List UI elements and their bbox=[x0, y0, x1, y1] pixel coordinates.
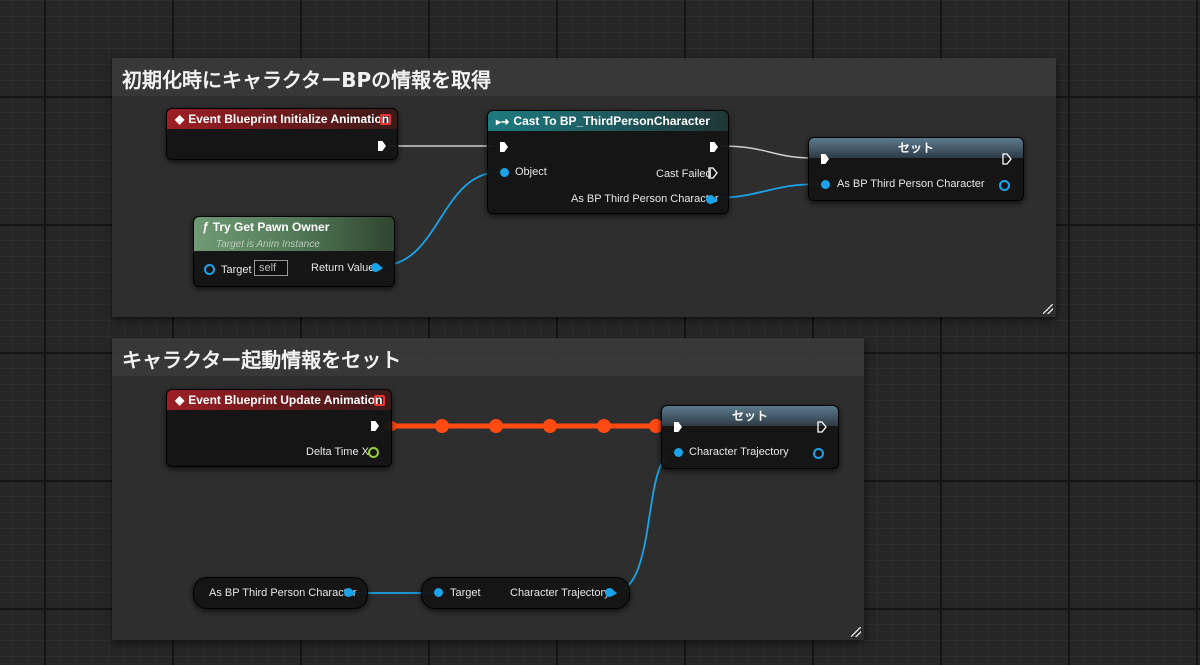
resize-handle-icon[interactable] bbox=[1043, 304, 1053, 314]
object-wire bbox=[611, 451, 677, 594]
value-in-pin[interactable] bbox=[821, 180, 830, 189]
value-out-pin[interactable] bbox=[813, 448, 824, 459]
exec-out-pin[interactable] bbox=[371, 421, 379, 431]
exec-out-pin[interactable] bbox=[817, 421, 827, 433]
exec-in-pin[interactable] bbox=[821, 154, 829, 164]
delegate-pin-icon[interactable] bbox=[374, 395, 385, 406]
node-title: Try Get Pawn Owner bbox=[212, 220, 330, 234]
exec-wire bbox=[719, 145, 816, 159]
event-diamond-icon: ◆ bbox=[175, 393, 185, 407]
set-pin-label: As BP Third Person Character bbox=[837, 178, 985, 190]
delta-time-label: Delta Time X bbox=[306, 446, 369, 458]
exec-in-pin[interactable] bbox=[500, 142, 508, 152]
target-self-input[interactable]: self bbox=[254, 260, 288, 276]
target-label: Target bbox=[221, 264, 252, 276]
cast-failed-exec-pin[interactable] bbox=[708, 167, 718, 179]
active-wire-bubble bbox=[597, 419, 611, 433]
as-bp-out-pin[interactable] bbox=[706, 195, 718, 204]
cast-arrows-icon: ▸➜ bbox=[496, 117, 510, 128]
resize-handle-icon[interactable] bbox=[851, 627, 861, 637]
get-character-trajectory-node[interactable]: Target Character Trajectory bbox=[421, 577, 630, 609]
value-out-pin[interactable] bbox=[999, 180, 1010, 191]
node-subtitle: Target is Anim Instance bbox=[216, 239, 320, 250]
set-pin-label: Character Trajectory bbox=[689, 446, 789, 458]
exec-out-pin[interactable] bbox=[710, 142, 718, 152]
event-update-animation-node[interactable]: ◆Event Blueprint Update Animation Delta … bbox=[166, 389, 392, 467]
comment-title: キャラクター起動情報をセット bbox=[122, 348, 402, 372]
node-title: セット bbox=[809, 138, 1023, 158]
set-node-trajectory[interactable]: セット Character Trajectory bbox=[661, 405, 839, 469]
event-initialize-animation-node[interactable]: ◆Event Blueprint Initialize Animation bbox=[166, 108, 398, 160]
target-in-pin[interactable] bbox=[204, 264, 215, 275]
comment-title: 初期化時にキャラクターBPの情報を取得 bbox=[122, 68, 492, 92]
return-value-pin[interactable] bbox=[371, 263, 383, 272]
node-title: Event Blueprint Initialize Animation bbox=[188, 112, 390, 126]
cast-failed-label: Cast Failed bbox=[656, 168, 712, 180]
active-wire-bubble bbox=[435, 419, 449, 433]
variable-out-pin[interactable] bbox=[344, 588, 356, 597]
event-diamond-icon: ◆ bbox=[175, 112, 185, 126]
as-bp-label: As BP Third Person Character bbox=[571, 193, 719, 205]
target-in-pin[interactable] bbox=[434, 588, 443, 597]
exec-out-pin[interactable] bbox=[378, 141, 386, 151]
node-title: セット bbox=[662, 406, 838, 426]
exec-in-pin[interactable] bbox=[674, 422, 682, 432]
trajectory-label: Character Trajectory bbox=[510, 587, 610, 599]
active-wire-bubble bbox=[489, 419, 503, 433]
delta-time-pin[interactable] bbox=[368, 447, 379, 458]
return-value-label: Return Value bbox=[311, 262, 375, 274]
node-title: Cast To BP_ThirdPersonCharacter bbox=[513, 114, 710, 128]
active-wire-bubble bbox=[543, 419, 557, 433]
object-label: Object bbox=[515, 166, 547, 178]
active-wire-bubble bbox=[649, 419, 663, 433]
object-in-pin[interactable] bbox=[500, 168, 509, 177]
trajectory-out-pin[interactable] bbox=[605, 588, 617, 597]
set-node-bp[interactable]: セット As BP Third Person Character bbox=[808, 137, 1024, 201]
exec-out-pin[interactable] bbox=[1002, 153, 1012, 165]
target-label: Target bbox=[450, 587, 481, 599]
cast-to-node[interactable]: ▸➜Cast To BP_ThirdPersonCharacter Object… bbox=[487, 110, 729, 214]
value-in-pin[interactable] bbox=[674, 448, 683, 457]
variable-label: As BP Third Person Character bbox=[209, 587, 357, 599]
node-title: Event Blueprint Update Animation bbox=[188, 393, 383, 407]
object-wire bbox=[379, 171, 501, 267]
delegate-pin-icon[interactable] bbox=[380, 114, 391, 125]
object-wire bbox=[713, 183, 821, 199]
function-icon: ƒ bbox=[202, 220, 209, 234]
get-bp-variable-node[interactable]: As BP Third Person Character bbox=[193, 577, 368, 609]
